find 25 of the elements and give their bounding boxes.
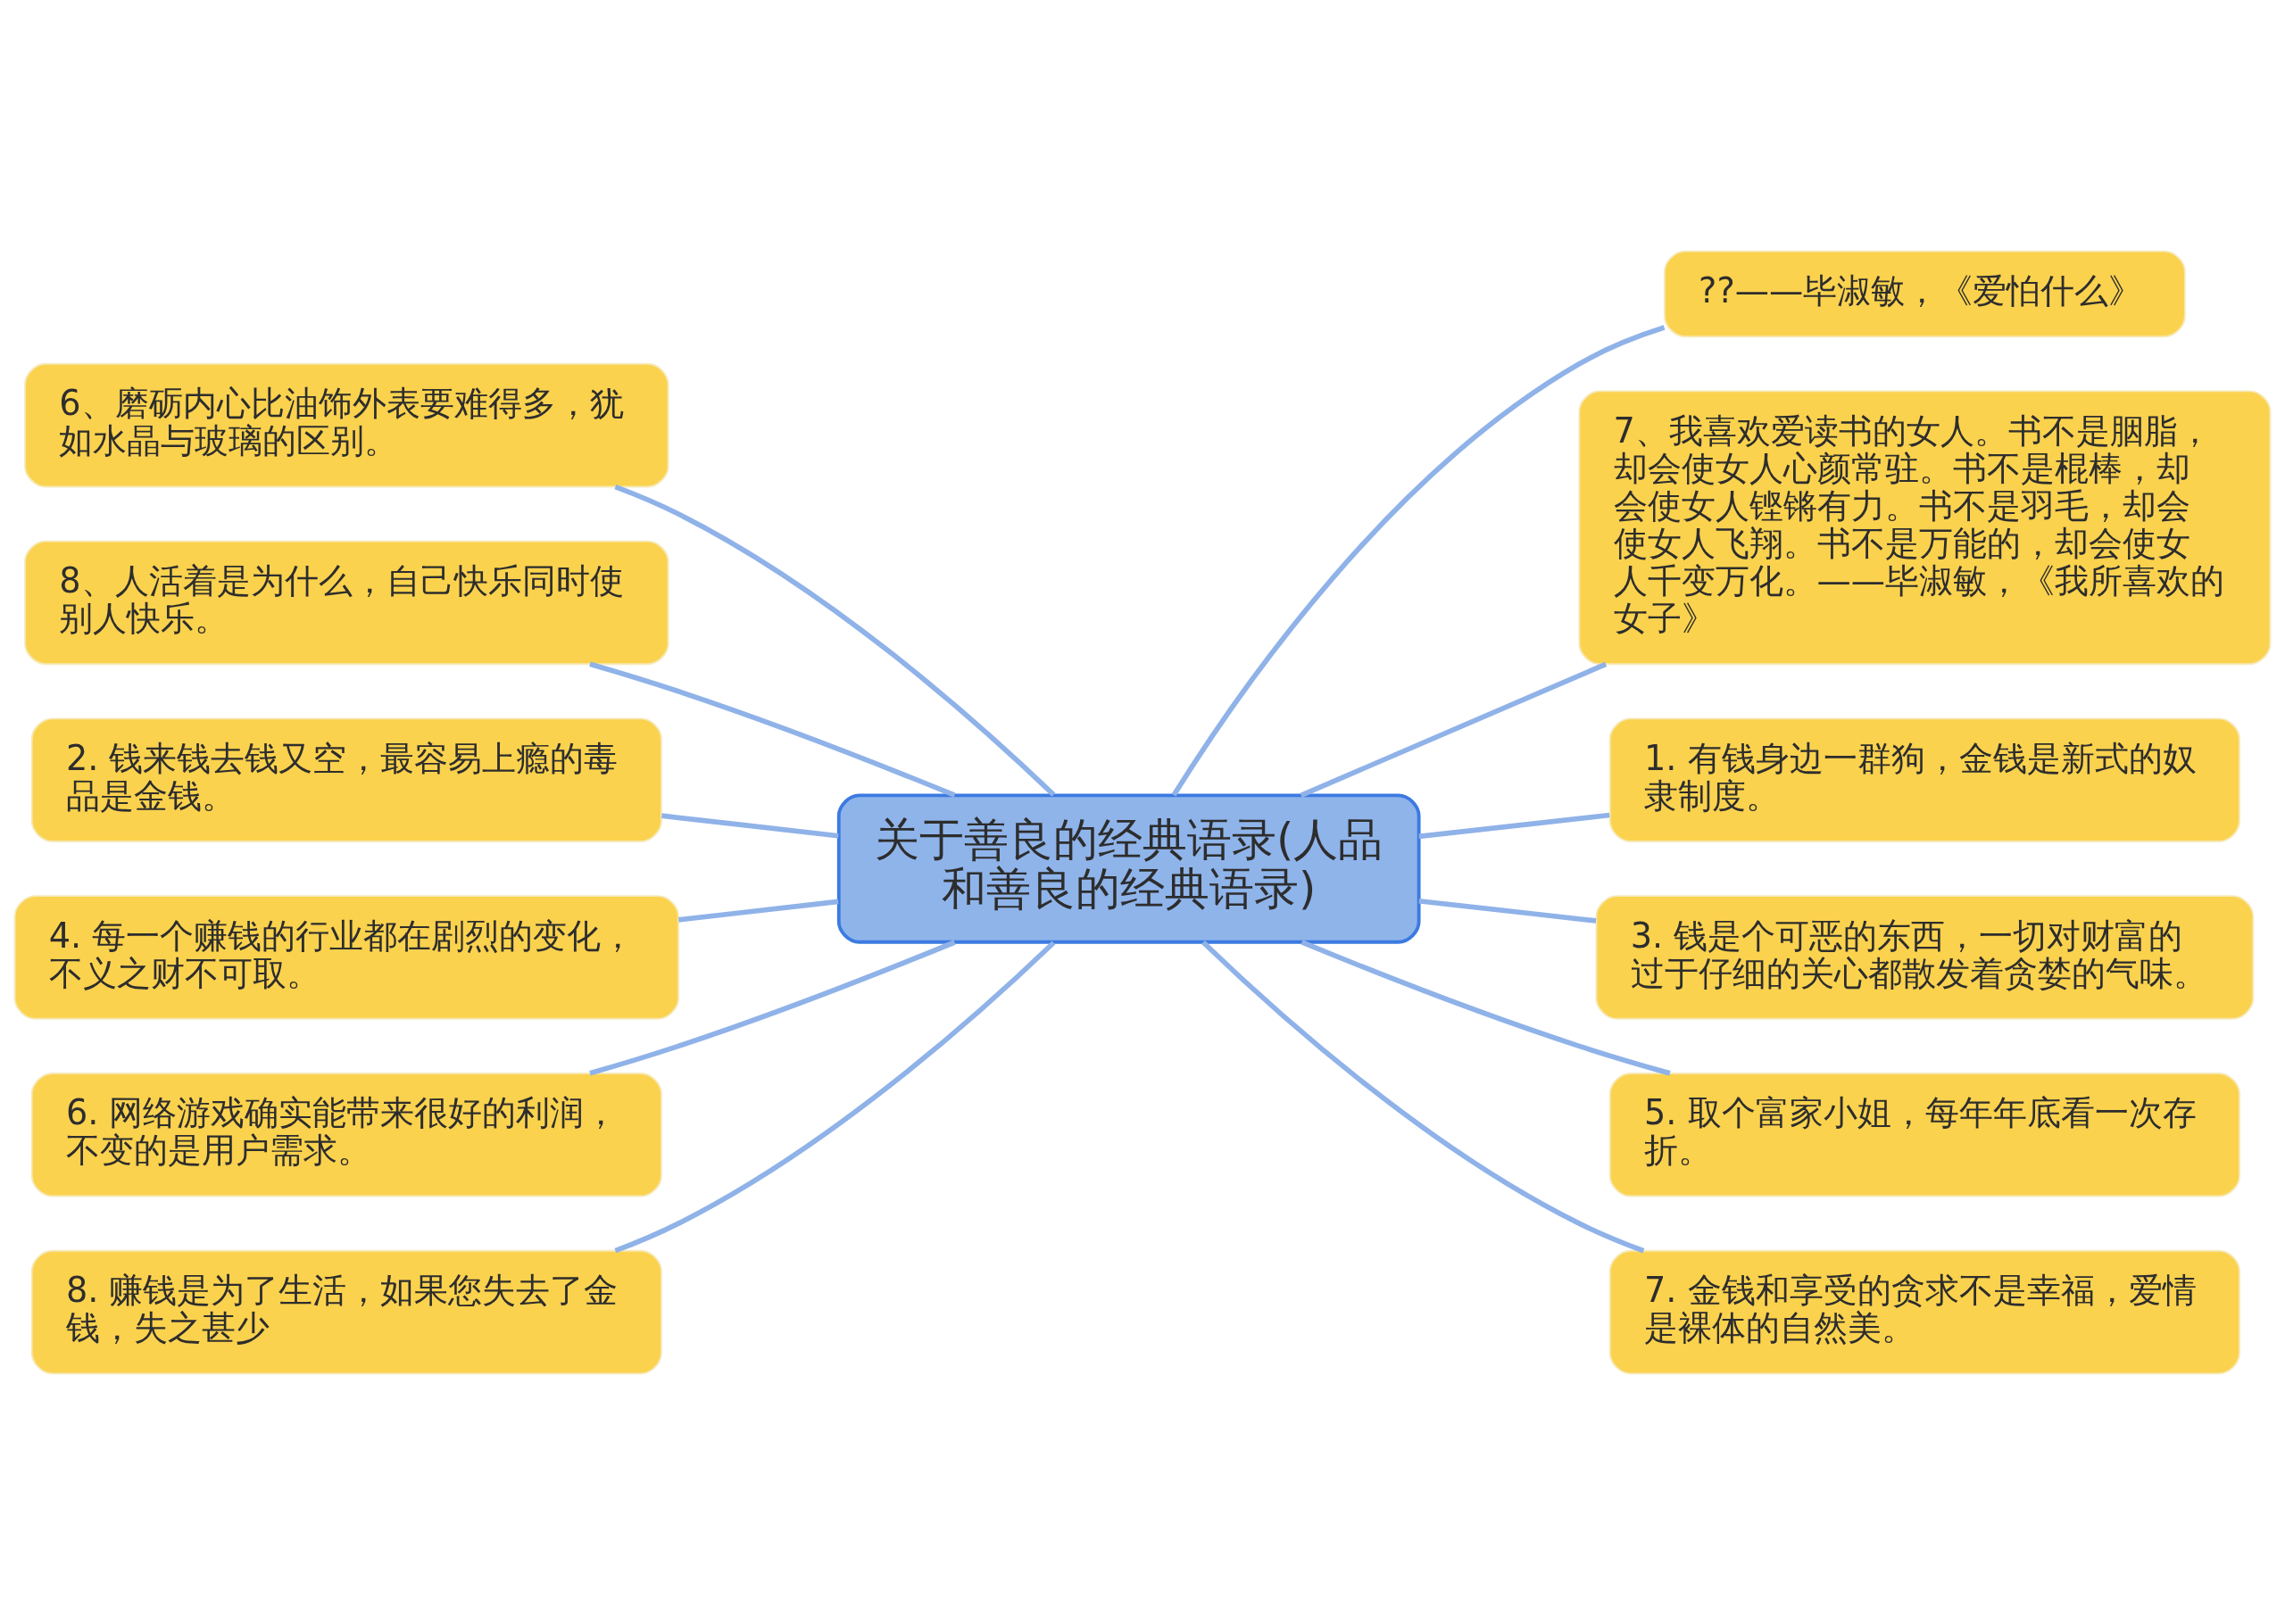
connector — [1418, 898, 1597, 924]
node-box: 关于善良的经典语录(人品和善良的经典语录) — [836, 793, 1421, 944]
node-box: 6、磨砺内心比油饰外表要难得多，犹如水晶与玻璃的区别。 — [24, 362, 669, 487]
connector — [589, 661, 956, 798]
node-box: 4. 每一个赚钱的行业都在剧烈的变化，不义之财不可取。 — [13, 894, 680, 1020]
connector — [1300, 939, 1671, 1076]
node-box: 3. 钱是个可恶的东西，一切对财富的过于仔细的关心都散发着贪婪的气味。 — [1595, 894, 2255, 1020]
node-box: 1. 有钱身边一群狗，金钱是新式的奴隶制度。 — [1608, 717, 2240, 842]
node-box: 2. 钱来钱去钱又空，最容易上瘾的毒品是金钱。 — [30, 717, 662, 842]
connector — [677, 899, 839, 923]
node-box: ??——毕淑敏，《爱怕什么》 — [1663, 250, 2186, 337]
node-box: 7. 金钱和享受的贪求不是幸福，爱情是裸体的自然美。 — [1608, 1249, 2240, 1374]
connector — [614, 940, 1056, 1253]
node-box: 6. 网络游戏确实能带来很好的利润，不变的是用户需求。 — [30, 1072, 662, 1197]
connector — [1171, 324, 1666, 797]
node-box: 8、人活着是为什么，自己快乐同时使别人快乐。 — [24, 540, 669, 665]
connector — [1300, 661, 1608, 798]
connector — [589, 939, 956, 1076]
connector — [1201, 940, 1645, 1253]
node-box: 7、我喜欢爱读书的女人。书不是胭脂，却会使女人心颜常驻。书不是棍棒，却会使女人铿锵有力。书不是羽毛，却会使女人飞翔。书不是万能的，却会使女人千变万化。——毕淑敏，《我所喜欢的女子》 — [1578, 389, 2272, 665]
connector — [614, 484, 1056, 797]
connector — [661, 812, 839, 839]
connector — [1418, 812, 1610, 839]
node-box: 5. 取个富家小姐，每年年底看一次存折。 — [1608, 1072, 2240, 1197]
node-box: 8. 赚钱是为了生活，如果您失去了金钱，失之甚少 — [30, 1249, 662, 1374]
